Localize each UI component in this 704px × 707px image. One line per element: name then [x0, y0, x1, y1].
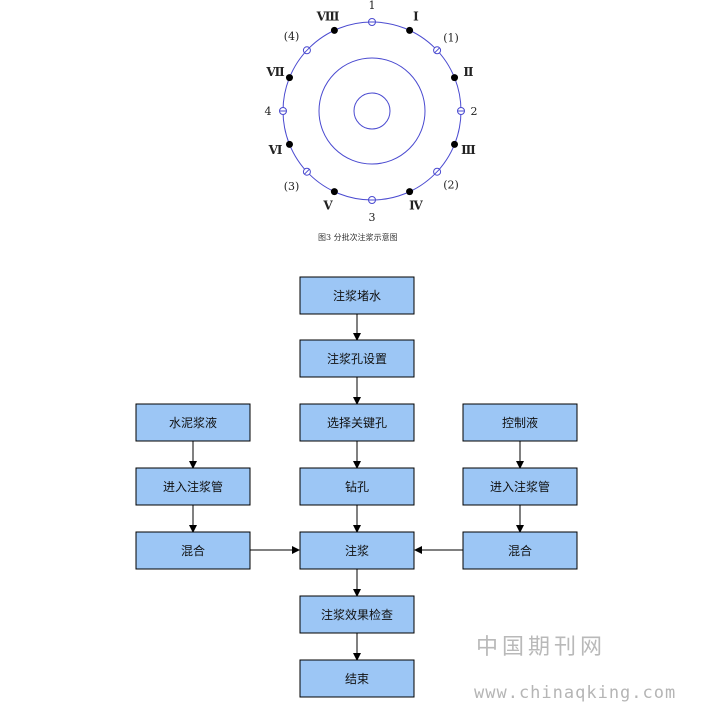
hole-label: Ⅳ	[409, 198, 423, 212]
box-effect-check: 注浆效果检查	[299, 595, 415, 634]
hole-label: 2	[471, 105, 478, 118]
hole-label: (4)	[284, 30, 300, 43]
box-cement-slurry: 水泥浆液	[135, 403, 251, 442]
box-right-enter-pipe: 进入注浆管	[462, 467, 578, 506]
hole-slash	[304, 168, 310, 175]
box-grouting: 注浆	[299, 531, 415, 570]
box-label: 控制液	[502, 415, 538, 430]
box-left-enter-pipe: 进入注浆管	[135, 467, 251, 506]
primary-hole-dot	[451, 74, 459, 82]
box-label: 注浆孔设置	[327, 351, 387, 366]
box-label: 水泥浆液	[169, 415, 217, 430]
box-label: 注浆	[345, 543, 369, 558]
box-control-liquid: 控制液	[462, 403, 578, 442]
box-drilling: 钻孔	[299, 467, 415, 506]
box-label: 混合	[508, 543, 532, 558]
inner-circle	[353, 92, 391, 130]
primary-hole-dot	[406, 188, 414, 196]
box-label: 结束	[345, 672, 369, 686]
hole-label: 4	[265, 105, 272, 118]
flow-boxes: 注浆堵水 注浆孔设置 选择关键孔 钻孔 注浆 注浆效果检查 结束 水泥浆液	[135, 276, 578, 698]
watermark-cn: 中国期刊网	[476, 635, 606, 660]
middle-circle	[318, 57, 426, 165]
primary-hole-dot	[406, 26, 414, 34]
flow-connectors	[189, 314, 524, 661]
box-left-mix: 混合	[135, 531, 251, 570]
hole-label: (2)	[443, 179, 459, 192]
hole-slash	[434, 168, 440, 175]
primary-hole-dot	[330, 188, 338, 196]
hole-slash	[434, 47, 440, 54]
box-end: 结束	[299, 659, 415, 698]
box-label: 进入注浆管	[163, 479, 223, 494]
box-label: 注浆效果检查	[321, 607, 393, 622]
box-hole-setup: 注浆孔设置	[299, 339, 415, 378]
figure-caption: 图3 分批次注浆示意图	[318, 232, 398, 242]
hole-label: 3	[369, 211, 376, 224]
box-label: 注浆堵水	[333, 288, 381, 303]
hole-label: 1	[369, 0, 376, 12]
hole-label: Ⅷ	[316, 10, 340, 24]
primary-hole-dot	[285, 140, 293, 148]
hole-label: (1)	[443, 31, 459, 44]
hole-label: (3)	[284, 180, 300, 193]
primary-hole-dot	[451, 140, 459, 148]
box-label: 选择关键孔	[327, 416, 387, 430]
box-label: 混合	[181, 543, 205, 558]
primary-hole-dot	[285, 74, 293, 82]
hole-label: Ⅶ	[265, 65, 284, 79]
hole-label: Ⅰ	[413, 10, 419, 24]
box-label: 进入注浆管	[490, 479, 550, 494]
primary-hole-dot	[330, 26, 338, 34]
hole-label: Ⅵ	[268, 143, 283, 157]
hole-label: Ⅲ	[461, 143, 476, 157]
box-right-mix: 混合	[462, 531, 578, 570]
box-select-key-hole: 选择关键孔	[299, 403, 415, 442]
watermark-url: www.chinaqking.com	[474, 683, 676, 703]
hole-label: Ⅱ	[463, 65, 473, 79]
box-label: 钻孔	[345, 479, 369, 494]
hole-label: Ⅴ	[322, 198, 333, 212]
box-grouting-water-plugging: 注浆堵水	[299, 276, 415, 315]
hole-slash	[304, 47, 310, 54]
